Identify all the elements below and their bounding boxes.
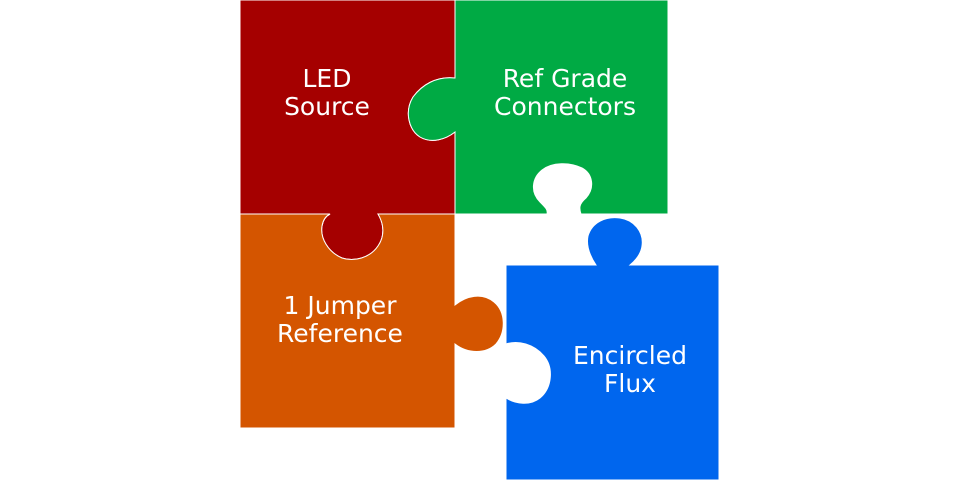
led-source-label-line1: LED bbox=[303, 64, 352, 93]
jumper-label-line2: Reference bbox=[277, 319, 403, 348]
ref-grade-label-line2: Connectors bbox=[494, 92, 636, 121]
flux-label-line1: Encircled bbox=[573, 341, 687, 370]
flux-label-line2: Flux bbox=[604, 369, 656, 398]
jumper-label-line1: 1 Jumper bbox=[284, 291, 398, 320]
puzzle-piece-ref-grade-connectors bbox=[407, 0, 669, 215]
ref-grade-label-line1: Ref Grade bbox=[503, 64, 628, 93]
puzzle-piece-encircled-flux bbox=[505, 217, 720, 480]
led-source-label-line2: Source bbox=[284, 92, 370, 121]
puzzle-piece-1-jumper-reference bbox=[239, 213, 504, 429]
